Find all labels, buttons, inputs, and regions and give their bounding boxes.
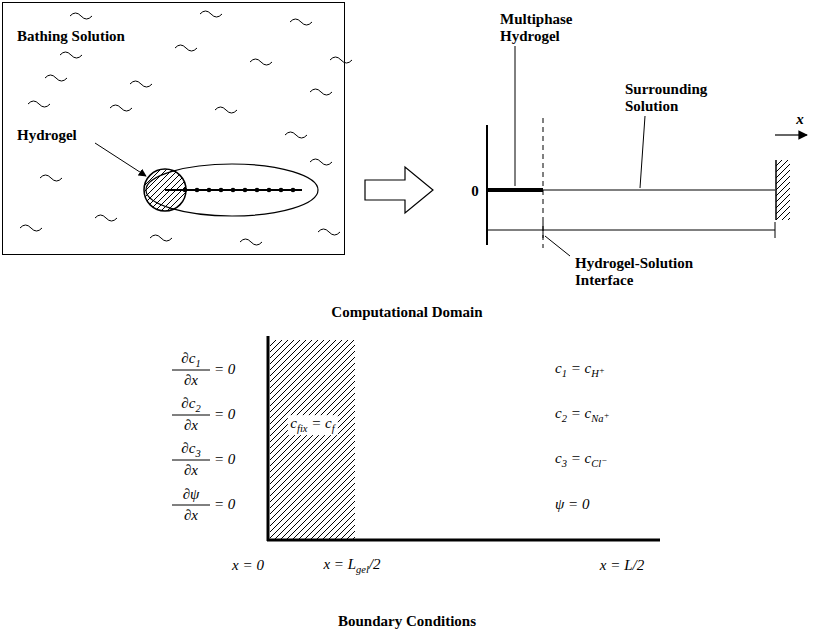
equation: ∂c2 xyxy=(181,395,200,415)
grid-dots xyxy=(183,188,296,193)
wave-stroke xyxy=(330,57,352,63)
wave-stroke xyxy=(318,229,340,235)
grid-dot xyxy=(279,188,284,193)
equation: c3 = cCl− xyxy=(555,450,607,470)
position-label: x = 0 xyxy=(232,557,264,574)
wave-stroke xyxy=(285,132,307,138)
hatch-fill xyxy=(270,340,355,539)
wave-stroke xyxy=(40,175,62,181)
grid-dot xyxy=(195,188,200,193)
wave-stroke xyxy=(20,225,42,231)
wave-stroke xyxy=(310,89,332,95)
wall-hatch xyxy=(776,160,790,220)
hydrogel-circle xyxy=(144,169,186,211)
leader-line xyxy=(640,116,645,188)
equation: = 0 xyxy=(214,496,235,513)
wave-stroke xyxy=(240,239,262,245)
equation: ∂x xyxy=(184,462,198,479)
panel-title: Boundary Conditions xyxy=(338,613,476,630)
origin-label: 0 xyxy=(471,183,479,200)
hydrogel-bar xyxy=(487,188,543,192)
wave-stroke xyxy=(290,19,312,25)
equation: ψ = 0 xyxy=(555,496,589,513)
grid-dot xyxy=(291,188,296,193)
grid-dot xyxy=(255,188,260,193)
equation: ∂x xyxy=(184,372,198,389)
wave-stroke xyxy=(60,52,82,58)
grid-dot xyxy=(219,188,224,193)
panel-title: Computational Domain xyxy=(331,304,482,321)
wave-stroke xyxy=(200,11,222,17)
position-label: x = Lgel/2 xyxy=(323,556,380,576)
grid-dot xyxy=(207,188,212,193)
wave-stroke xyxy=(45,75,67,81)
equation: ∂c1 xyxy=(181,350,200,370)
equation: = 0 xyxy=(214,406,235,423)
symmetry-axis xyxy=(486,125,488,245)
position-label: x = L/2 xyxy=(600,557,644,574)
equation: c1 = cH+ xyxy=(555,360,605,380)
leader-line xyxy=(515,46,516,186)
wave-stroke xyxy=(310,159,332,165)
region-label: Bathing Solution xyxy=(17,28,125,45)
axis-label: x xyxy=(796,111,804,128)
fraction-bars xyxy=(172,370,210,505)
part-label: Surrounding Solution xyxy=(625,81,725,116)
wall-line xyxy=(775,160,777,220)
wave-stroke xyxy=(215,107,237,113)
bath-box: Bathing SolutionHydrogel xyxy=(2,2,345,255)
wave-stroke xyxy=(250,59,272,65)
dimension-tick xyxy=(543,222,544,238)
dimension-line xyxy=(487,230,775,231)
interface-line xyxy=(543,118,544,248)
leader-line xyxy=(545,236,570,256)
wave-stroke xyxy=(150,235,172,241)
leader-lines xyxy=(95,46,645,256)
equation: c2 = cNa+ xyxy=(555,405,610,425)
region-label: Hydrogel xyxy=(17,127,77,144)
fraction-bar xyxy=(172,505,210,506)
part-label: Hydrogel-Solution Interface xyxy=(575,255,715,290)
fraction-bar xyxy=(172,370,210,371)
boundary-axis xyxy=(267,336,270,541)
grid-dot xyxy=(267,188,272,193)
equation: ∂c3 xyxy=(181,440,200,460)
part-label: Multiphase Hydrogel xyxy=(500,11,590,46)
grid-dot xyxy=(231,188,236,193)
x-axis-arrow xyxy=(775,134,807,135)
fraction-bar xyxy=(172,415,210,416)
wave-stroke xyxy=(70,13,92,19)
equation: ∂x xyxy=(184,507,198,524)
wave-stroke xyxy=(175,45,197,51)
wave-stroke xyxy=(95,215,117,221)
leader-line xyxy=(95,143,146,176)
fraction-bar xyxy=(172,460,210,461)
grid-dot xyxy=(243,188,248,193)
solution-line xyxy=(543,189,775,190)
wave-stroke xyxy=(28,101,50,107)
equation: ∂x xyxy=(184,417,198,434)
equation: = 0 xyxy=(214,451,235,468)
equation: ∂ψ xyxy=(183,486,200,503)
wave-stroke xyxy=(130,81,152,87)
transform-arrow xyxy=(365,167,433,213)
gel-region: cfix = cf xyxy=(270,340,355,539)
equation: = 0 xyxy=(214,361,235,378)
dimension-tick xyxy=(775,222,776,238)
wave-stroke xyxy=(110,105,132,111)
fixed-charge-label: cfix = cf xyxy=(287,415,337,435)
